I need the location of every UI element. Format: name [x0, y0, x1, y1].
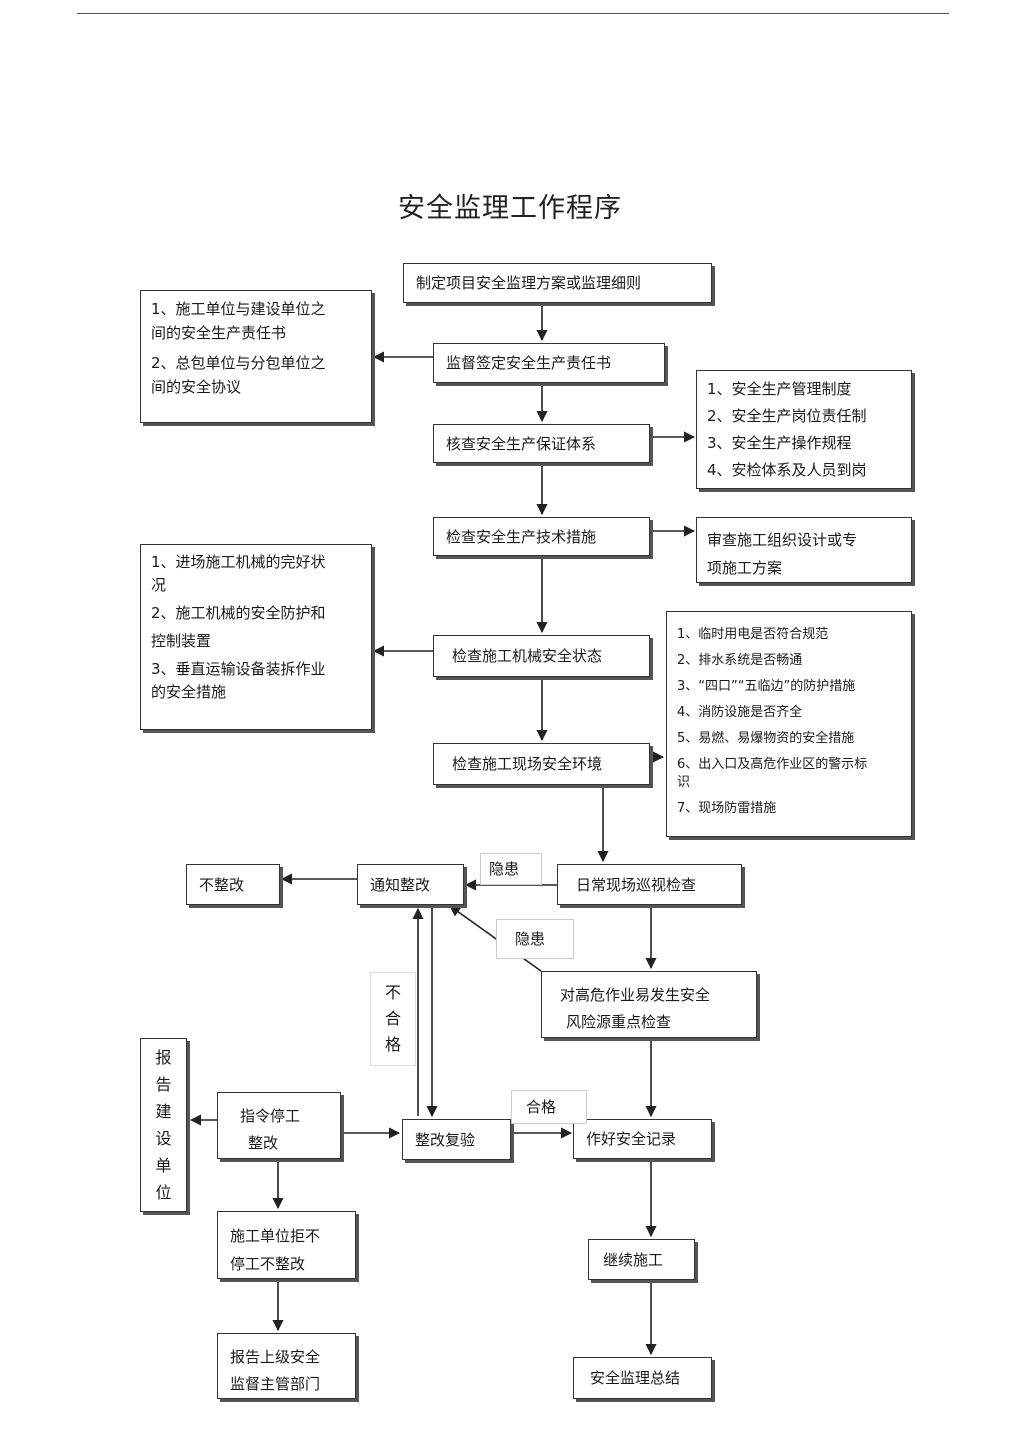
note-line: 控制装置 [151, 632, 212, 650]
step-check-guarantee-system: 核查安全生产保证体系 [433, 424, 650, 463]
label-pass: 合格 [511, 1090, 587, 1124]
step-notify-rectify: 通知整改 [357, 864, 464, 905]
step-check-tech-measures: 检查安全生产技术措施 [433, 517, 650, 556]
report-owner-char: 位 [155, 1183, 172, 1202]
note-line: 7、现场防雷措施 [677, 801, 777, 816]
note-line: 4、消防设施是否齐全 [677, 705, 803, 720]
label-hidden-danger-2: 隐患 [496, 919, 574, 959]
report-authority-line-1: 报告上级安全 [230, 1348, 321, 1366]
report-authority-line-2: 监督主管部门 [230, 1375, 321, 1393]
arrow-n10-n8 [449, 905, 542, 972]
note-line: 1、临时用电是否符合规范 [677, 627, 829, 642]
note-line: 2、总包单位与分包单位之 [151, 354, 326, 372]
note-line: 审查施工组织设计或专 [707, 531, 858, 549]
note-line: 3、“四口”“五临边”的防护措施 [677, 679, 856, 694]
stop-work-line-1: 指令停工 [240, 1107, 301, 1125]
note-site-environment-items: 1、临时用电是否符合规范 2、排水系统是否畅通 3、“四口”“五临边”的防护措施… [666, 611, 912, 837]
step-stop-work-order: 指令停工 整改 [217, 1092, 341, 1159]
report-owner-char: 单 [155, 1156, 172, 1175]
step-report-authority: 报告上级安全 监督主管部门 [217, 1333, 356, 1399]
step-high-risk-check: 对高危作业易发生安全 风险源重点检查 [541, 971, 757, 1038]
step-refuse-stop: 施工单位拒不 停工不整改 [217, 1211, 356, 1279]
label-fail-char: 不 [384, 983, 401, 1002]
step-sign-responsibility: 监督签定安全生产责任书 [433, 343, 665, 383]
note-line: 间的安全生产责任书 [151, 324, 287, 342]
step-report-owner: 报 告 建 设 单 位 [140, 1038, 187, 1212]
note-line: 识 [677, 775, 691, 790]
note-line: 2、排水系统是否畅通 [677, 653, 803, 668]
note-line: 3、垂直运输设备装拆作业 [151, 660, 326, 678]
step-continue-work: 继续施工 [588, 1239, 695, 1280]
note-line: 3、安全生产操作规程 [707, 434, 852, 452]
note-line: 2、安全生产岗位责任制 [707, 407, 867, 425]
step-make-plan: 制定项目安全监理方案或监理细则 [403, 263, 712, 303]
refuse-line-2: 停工不整改 [230, 1255, 306, 1273]
note-construction-plan: 审查施工组织设计或专 项施工方案 [696, 517, 912, 583]
report-owner-char: 设 [155, 1129, 172, 1148]
label-fail-char: 格 [384, 1035, 401, 1054]
refuse-line-1: 施工单位拒不 [230, 1227, 321, 1245]
step-check-machinery: 检查施工机械安全状态 [433, 635, 650, 677]
note-line: 项施工方案 [707, 559, 783, 577]
note-responsibility-docs: 1、施工单位与建设单位之 间的安全生产责任书 2、总包单位与分包单位之 间的安全… [140, 290, 372, 423]
step-summary: 安全监理总结 [573, 1357, 712, 1399]
note-line: 1、安全生产管理制度 [707, 380, 852, 398]
note-line: 1、施工单位与建设单位之 [151, 300, 326, 318]
high-risk-line-2: 风险源重点检查 [566, 1013, 672, 1031]
note-line: 间的安全协议 [151, 378, 242, 396]
note-line: 的安全措施 [151, 683, 227, 701]
label-hidden-danger-1: 隐患 [480, 853, 542, 885]
step-recheck: 整改复验 [402, 1119, 511, 1160]
note-guarantee-items: 1、安全生产管理制度 2、安全生产岗位责任制 3、安全生产操作规程 4、安检体系… [696, 370, 912, 489]
note-line: 4、安检体系及人员到岗 [707, 461, 867, 479]
step-check-site-environment: 检查施工现场安全环境 [433, 743, 650, 785]
page-title: 安全监理工作程序 [398, 193, 622, 224]
note-line: 5、易燃、易爆物资的安全措施 [677, 731, 855, 746]
note-line: 6、出入口及高危作业区的警示标 [677, 757, 868, 772]
stop-work-line-2: 整改 [248, 1134, 279, 1152]
report-owner-char: 建 [155, 1102, 172, 1121]
step-safety-record: 作好安全记录 [573, 1119, 712, 1159]
note-machinery-items: 1、进场施工机械的完好状 况 2、施工机械的安全防护和 控制装置 3、垂直运输设… [140, 544, 372, 730]
high-risk-line-1: 对高危作业易发生安全 [560, 986, 711, 1004]
top-rule [77, 13, 949, 14]
note-line: 况 [151, 576, 167, 594]
step-daily-patrol: 日常现场巡视检查 [557, 864, 742, 905]
step-no-rectify: 不整改 [186, 864, 280, 905]
label-fail-char: 合 [384, 1009, 401, 1028]
report-owner-char: 报 [155, 1048, 172, 1067]
note-line: 1、进场施工机械的完好状 [151, 553, 326, 571]
note-line: 2、施工机械的安全防护和 [151, 604, 326, 622]
report-owner-char: 告 [155, 1075, 172, 1094]
label-fail: 不 合 格 [370, 972, 416, 1066]
